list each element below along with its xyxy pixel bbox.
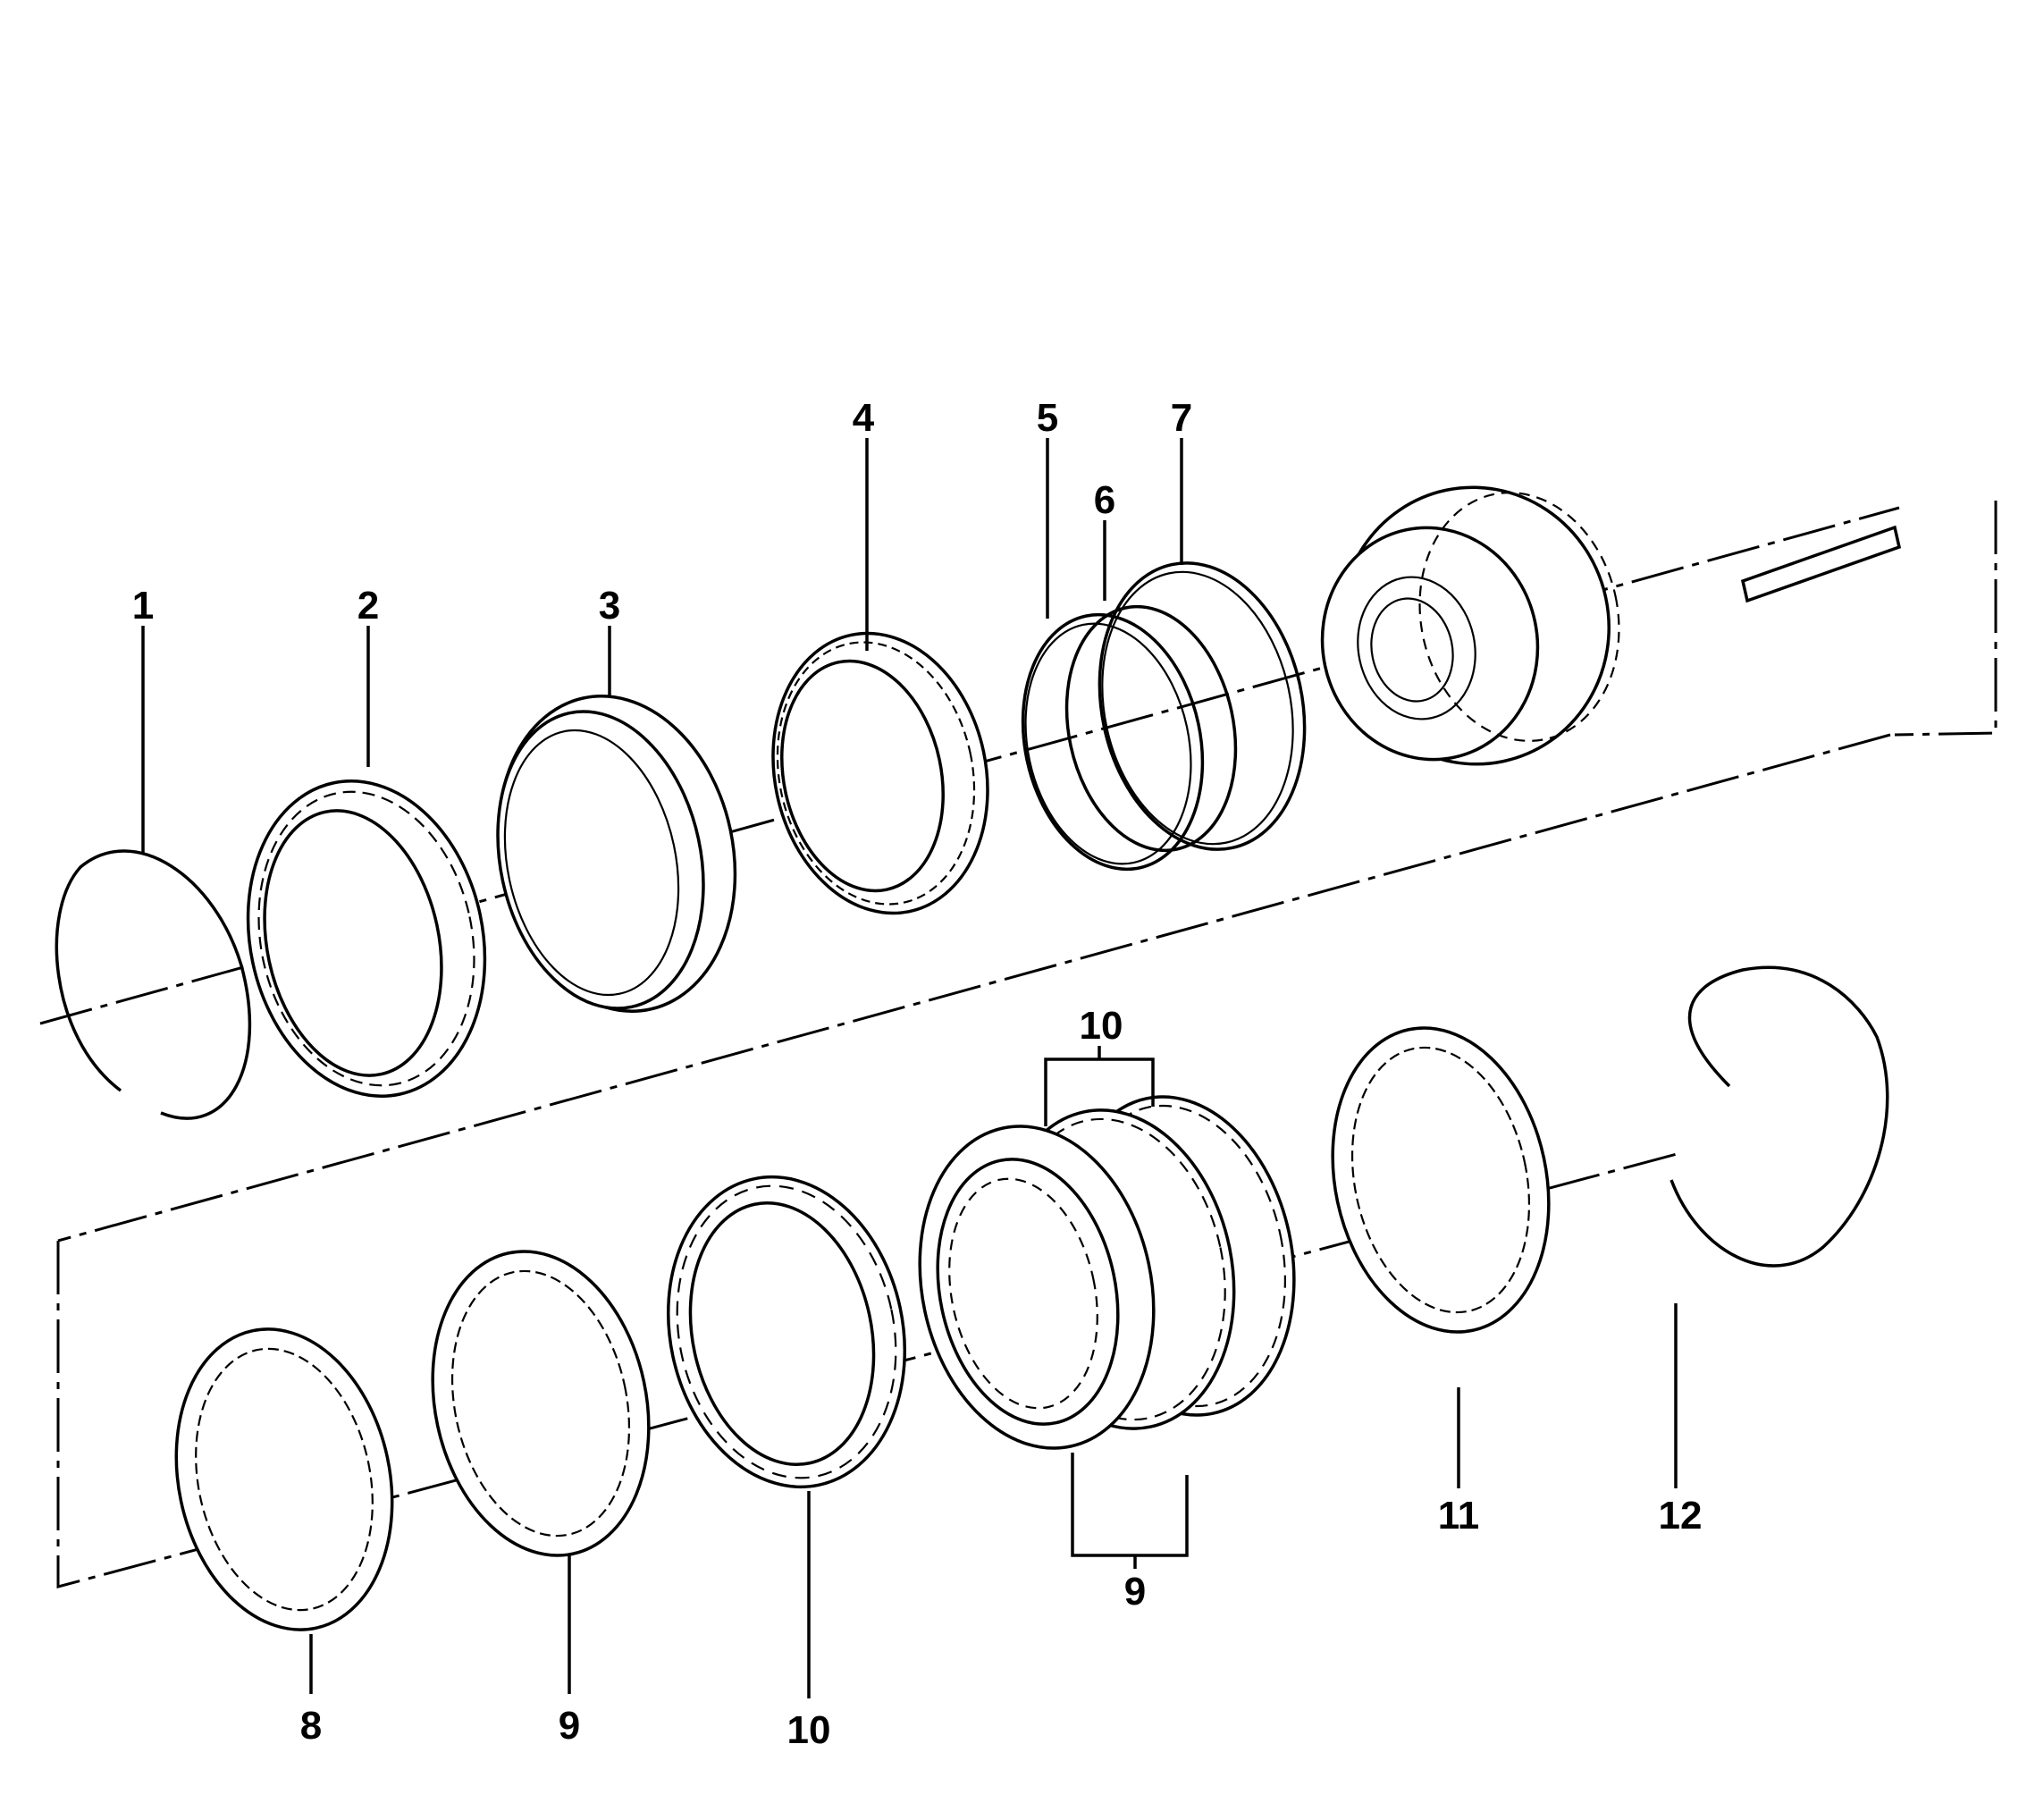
label-7: 7 <box>1171 396 1192 440</box>
label-10: 10 <box>787 1708 831 1752</box>
steel-plate-9-icon <box>431 1250 651 1557</box>
leader-lines <box>141 438 1678 1698</box>
centerline-connector-diagonal <box>57 733 1891 1243</box>
label-9: 9 <box>559 1704 580 1748</box>
label-9-stack: 9 <box>1124 1570 1146 1614</box>
seal-ring-6-icon <box>1064 604 1238 853</box>
label-4: 4 <box>853 396 875 440</box>
label-5: 5 <box>1037 396 1058 440</box>
friction-plate-10-icon <box>666 1175 907 1489</box>
label-10-stack: 10 <box>1080 1004 1123 1048</box>
label-12: 12 <box>1659 1494 1703 1538</box>
backing-plate-2-icon <box>246 779 487 1098</box>
seal-ring-5-icon <box>1021 612 1205 872</box>
label-8: 8 <box>300 1704 322 1748</box>
sprag-cage-4-icon <box>771 631 989 915</box>
label-2: 2 <box>357 584 379 628</box>
piston-3-icon <box>496 695 737 1013</box>
centerline-connector-right <box>1894 501 1998 737</box>
clutch-housing-shaft-icon <box>1320 485 1902 766</box>
snap-ring-1-icon <box>55 849 252 1120</box>
label-1: 1 <box>132 584 154 628</box>
pressure-plate-11-icon <box>1331 1026 1551 1334</box>
label-3: 3 <box>599 584 620 628</box>
clutch-pack-icon <box>918 1095 1296 1450</box>
steel-plate-8-icon <box>174 1327 394 1631</box>
seal-ring-7-icon <box>1098 561 1307 851</box>
snap-ring-12-icon <box>1670 965 1889 1268</box>
label-11: 11 <box>1438 1494 1480 1538</box>
label-6: 6 <box>1094 478 1115 522</box>
